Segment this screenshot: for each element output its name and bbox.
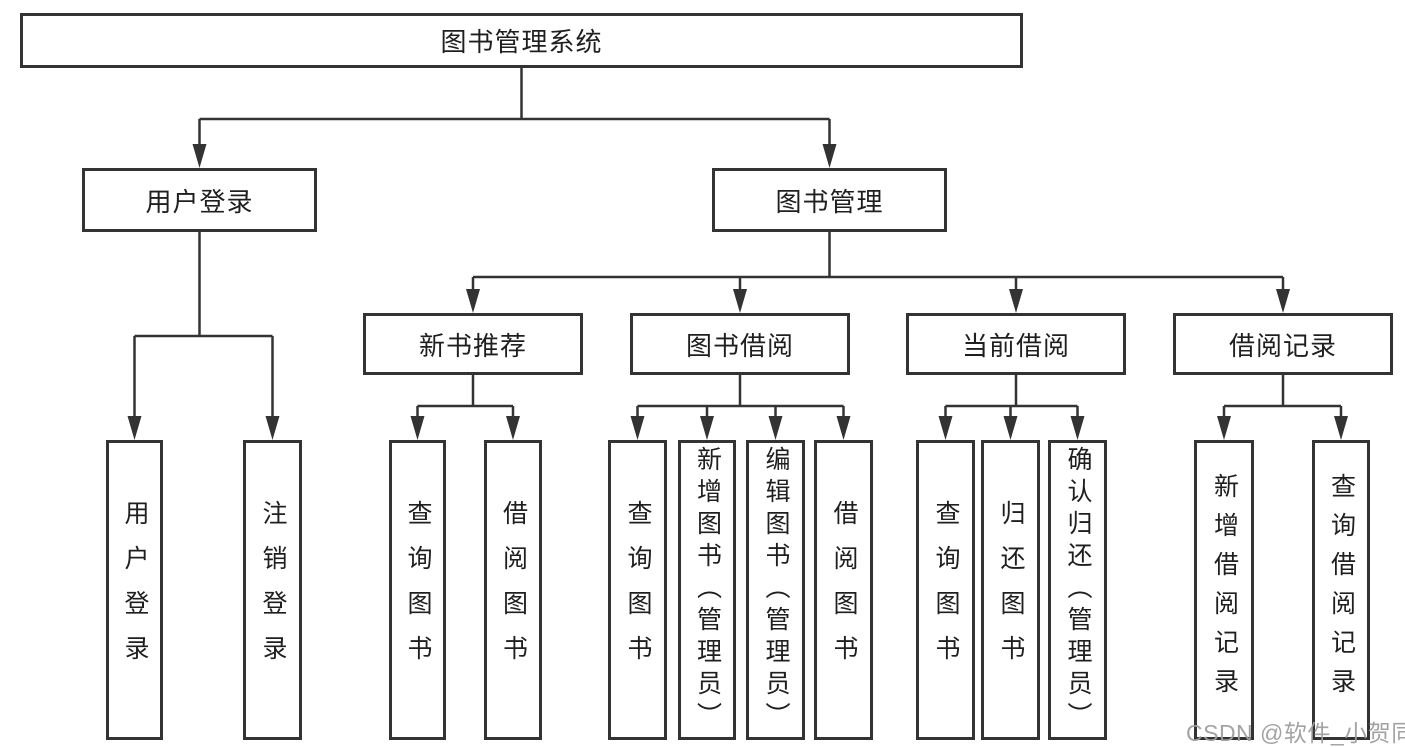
edge-current-borrow-to-leaves [944, 375, 1079, 420]
leaf-add-borrow-record-label: 新增借阅记录 [1210, 473, 1239, 707]
node-book-borrow: 图书借阅 [630, 313, 850, 375]
leaf-query-book-2-label: 查询图书 [624, 500, 652, 680]
leaf-logout: 注销登录 [243, 440, 302, 740]
leaf-edit-book-label: 编辑图书（管理员） [762, 446, 790, 734]
node-book-mgmt: 图书管理 [712, 168, 947, 232]
edge-book-borrow-to-leaves [636, 375, 845, 420]
leaf-query-book-1-label: 查询图书 [404, 500, 432, 680]
leaf-query-book-3: 查询图书 [916, 440, 975, 740]
arrowheads-leaves [127, 416, 1348, 440]
leaf-return-book-label: 归还图书 [997, 500, 1025, 680]
arrowheads-level3 [466, 289, 1290, 313]
node-borrow-records-label: 借阅记录 [1228, 330, 1337, 361]
leaf-borrow-book-2: 借阅图书 [814, 440, 873, 740]
node-book-mgmt-label: 图书管理 [775, 186, 884, 217]
leaf-confirm-return-label: 确认归还（管理员） [1064, 446, 1092, 734]
edge-borrow-records-to-leaves [1222, 375, 1343, 420]
node-current-borrow-label: 当前借阅 [961, 330, 1070, 361]
leaf-edit-book: 编辑图书（管理员） [746, 440, 805, 740]
node-new-book-rec-label: 新书推荐 [418, 330, 527, 361]
node-new-book-rec: 新书推荐 [363, 313, 583, 375]
node-root: 图书管理系统 [20, 13, 1023, 68]
edge-new-book-rec-to-leaves [416, 375, 515, 420]
node-borrow-records: 借阅记录 [1173, 313, 1393, 375]
node-user-login: 用户登录 [82, 168, 317, 232]
leaf-add-book: 新增图书（管理员） [678, 440, 736, 740]
leaf-query-borrow-record-label: 查询借阅记录 [1327, 473, 1356, 707]
leaf-return-book: 归还图书 [981, 440, 1040, 740]
watermark: CSDN @软件_小贺同学 [1186, 720, 1405, 746]
leaf-borrow-book-1: 借阅图书 [484, 440, 542, 740]
leaf-add-borrow-record: 新增借阅记录 [1194, 440, 1254, 740]
node-book-borrow-label: 图书借阅 [685, 330, 794, 361]
node-root-label: 图书管理系统 [440, 27, 603, 57]
leaf-query-book-2: 查询图书 [608, 440, 667, 740]
leaf-query-book-1: 查询图书 [389, 440, 446, 740]
leaf-logout-label: 注销登录 [259, 500, 287, 680]
node-current-borrow: 当前借阅 [906, 313, 1126, 375]
leaf-query-borrow-record: 查询借阅记录 [1312, 440, 1370, 740]
leaf-query-book-3-label: 查询图书 [932, 500, 960, 680]
leaf-borrow-book-2-label: 借阅图书 [830, 500, 858, 680]
leaf-borrow-book-1-label: 借阅图书 [499, 500, 528, 680]
edge-user-login-to-leaves [133, 232, 274, 420]
edge-root-to-level2 [198, 68, 831, 148]
arrowheads-level2 [192, 144, 837, 168]
leaf-user-login: 用户登录 [106, 440, 163, 740]
leaf-user-login-label: 用户登录 [121, 500, 149, 680]
edge-book-mgmt-to-level3 [471, 232, 1285, 293]
leaf-add-book-label: 新增图书（管理员） [693, 446, 722, 734]
node-user-login-label: 用户登录 [145, 186, 254, 217]
leaf-confirm-return: 确认归还（管理员） [1048, 440, 1107, 740]
